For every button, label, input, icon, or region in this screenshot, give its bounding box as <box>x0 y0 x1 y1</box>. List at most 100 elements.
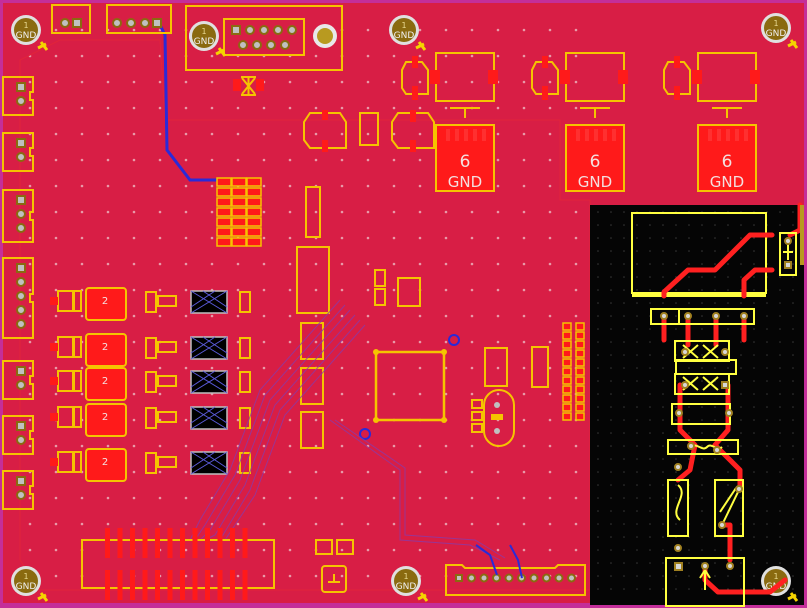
grid-dot <box>753 263 755 265</box>
header-pad <box>230 570 235 600</box>
connector-j-left-5[interactable] <box>2 360 34 400</box>
component-cap-1[interactable] <box>374 269 386 287</box>
resistor-array-pad <box>231 187 247 197</box>
grid-dot <box>80 210 84 214</box>
header-right-edge[interactable] <box>562 322 585 421</box>
grid-dot <box>714 458 716 460</box>
grid-dot <box>548 418 552 422</box>
grid-dot <box>623 250 625 252</box>
grid-dot <box>792 471 794 473</box>
grid-dot <box>210 54 214 58</box>
grid-dot <box>392 366 396 370</box>
grid-dot <box>132 262 136 266</box>
component-tvs-top[interactable] <box>233 76 264 96</box>
grid-dot <box>610 276 612 278</box>
grid-dot <box>470 80 474 84</box>
grid-dot <box>574 262 578 266</box>
pad-number: 6 <box>722 152 733 172</box>
ic-soic-2[interactable] <box>296 246 330 314</box>
grid-dot <box>132 418 136 422</box>
mcu-qfp[interactable] <box>373 349 447 423</box>
connector-j-left-3[interactable] <box>2 189 34 243</box>
header-pin <box>492 573 501 583</box>
connector-j-left-2[interactable] <box>2 132 34 172</box>
grid-dot <box>54 106 58 110</box>
grid-dot <box>444 288 448 292</box>
grid-dot <box>636 341 638 343</box>
connector-j-left-4[interactable] <box>2 257 34 339</box>
component-regulator-small[interactable] <box>315 539 354 593</box>
via-large-2 <box>448 334 460 346</box>
grid-dot <box>314 522 318 526</box>
grid-dot <box>662 380 664 382</box>
grid-dot <box>727 471 729 473</box>
grid-dot <box>28 366 32 370</box>
grid-dot <box>340 106 344 110</box>
header-pin <box>542 573 551 583</box>
grid-dot <box>392 106 396 110</box>
keepout-components[interactable] <box>650 232 797 607</box>
connector-j-top-1[interactable] <box>51 4 91 34</box>
grid-dot <box>636 393 638 395</box>
grid-dot <box>444 210 448 214</box>
component-diode-group[interactable] <box>303 110 435 152</box>
channel-ch-3[interactable]: 2 <box>50 367 251 401</box>
connector-bottom-header[interactable] <box>81 528 275 600</box>
grid-dot <box>444 28 448 32</box>
grid-dot <box>662 432 664 434</box>
grid-dot <box>574 210 578 214</box>
channel-ch-5[interactable]: 2 <box>50 448 251 482</box>
dsub-pin <box>252 40 262 50</box>
grid-dot <box>106 496 110 500</box>
ic-sot-3[interactable] <box>300 411 324 449</box>
connector-j-left-7[interactable] <box>2 470 34 510</box>
connector-j-left-1[interactable] <box>2 76 34 116</box>
connector-j-left-6[interactable] <box>2 415 34 455</box>
grid-dot <box>753 250 755 252</box>
component-cap-2[interactable] <box>374 288 386 306</box>
grid-dot <box>106 54 110 58</box>
grid-dot <box>444 548 448 552</box>
grid-dot <box>28 80 32 84</box>
grid-dot <box>753 497 755 499</box>
grid-dot <box>597 224 599 226</box>
grid-dot <box>740 562 742 564</box>
crystal-oscillator[interactable] <box>471 346 549 447</box>
grid-dot <box>662 523 664 525</box>
grid-dot <box>54 54 58 58</box>
grid-dot <box>636 406 638 408</box>
grid-dot <box>288 314 292 318</box>
channel-ch-2[interactable]: 2 <box>50 333 251 367</box>
keepout-pads <box>660 237 792 571</box>
connector-j-top-2[interactable] <box>106 4 172 34</box>
pad-net-label: GND <box>448 173 482 191</box>
grid-dot <box>662 588 664 590</box>
channel-ch-1[interactable]: 2 <box>50 287 251 321</box>
grid-dot <box>184 574 188 578</box>
header-pad <box>130 570 135 600</box>
grid-dot <box>522 262 526 266</box>
grid-dot <box>740 549 742 551</box>
grid-dot <box>548 444 552 448</box>
bottom-layer-trace[interactable] <box>158 24 240 182</box>
grid-dot <box>236 340 240 344</box>
channel-ch-4[interactable]: 2 <box>50 403 251 437</box>
ic-soic-1[interactable] <box>305 186 321 238</box>
grid-dot <box>623 549 625 551</box>
grid-dot <box>340 470 344 474</box>
connector-bottom-right-header[interactable] <box>445 564 586 596</box>
grid-dot <box>636 276 638 278</box>
grid-dot <box>610 328 612 330</box>
relay-footprint[interactable] <box>631 212 767 297</box>
component-crystal-small[interactable] <box>397 277 421 307</box>
